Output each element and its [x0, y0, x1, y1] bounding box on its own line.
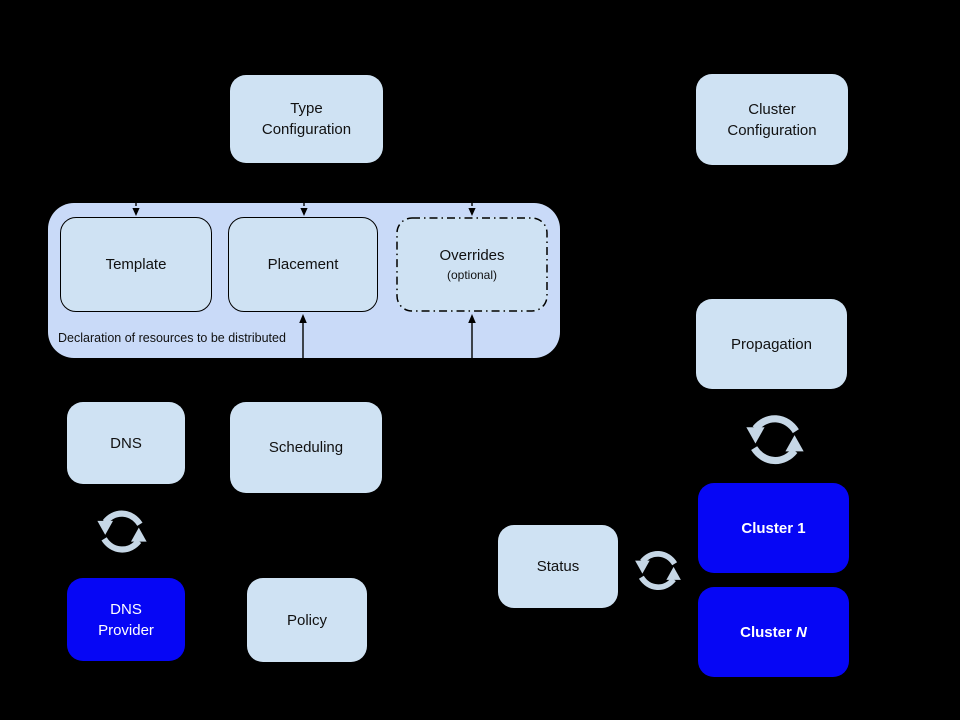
group-caption: Declaration of resources to be distribut… — [58, 331, 286, 345]
node-placement: Placement — [228, 217, 378, 312]
node-label: Type Configuration — [261, 100, 352, 138]
node-label: Policy — [286, 611, 327, 629]
node-label: Cluster N — [740, 622, 807, 643]
node-cluster-configuration: Cluster Configuration — [696, 74, 848, 165]
node-overrides: Overrides (optional) — [396, 217, 548, 312]
node-scheduling: Scheduling — [230, 402, 382, 493]
node-label: Cluster 1 — [741, 519, 806, 537]
node-type-configuration: Type Configuration — [230, 75, 383, 163]
node-label: Cluster Configuration — [727, 100, 817, 139]
node-label: DNS Provider — [98, 600, 154, 639]
node-dns: DNS — [67, 402, 185, 484]
node-template: Template — [60, 217, 212, 312]
cluster-n-variable: N — [796, 623, 807, 641]
node-label: DNS — [110, 434, 142, 452]
sync-icon — [97, 510, 147, 553]
node-label: Status — [536, 558, 580, 575]
node-label: Propagation — [731, 335, 812, 353]
sync-icon — [635, 551, 681, 591]
node-status: Status — [498, 525, 618, 608]
node-sublabel: (optional) — [446, 268, 498, 283]
node-policy: Policy — [247, 578, 367, 662]
node-propagation: Propagation — [696, 299, 847, 389]
sync-icon — [746, 415, 804, 465]
node-cluster-1: Cluster 1 — [698, 483, 849, 573]
node-label: Template — [105, 256, 167, 273]
node-cluster-n: Cluster N — [698, 587, 849, 677]
node-label: Overrides — [439, 247, 505, 265]
node-dns-provider: DNS Provider — [67, 578, 185, 661]
node-label: Scheduling — [268, 439, 344, 456]
cluster-n-prefix: Cluster — [740, 623, 796, 641]
node-label: Placement — [267, 256, 339, 273]
